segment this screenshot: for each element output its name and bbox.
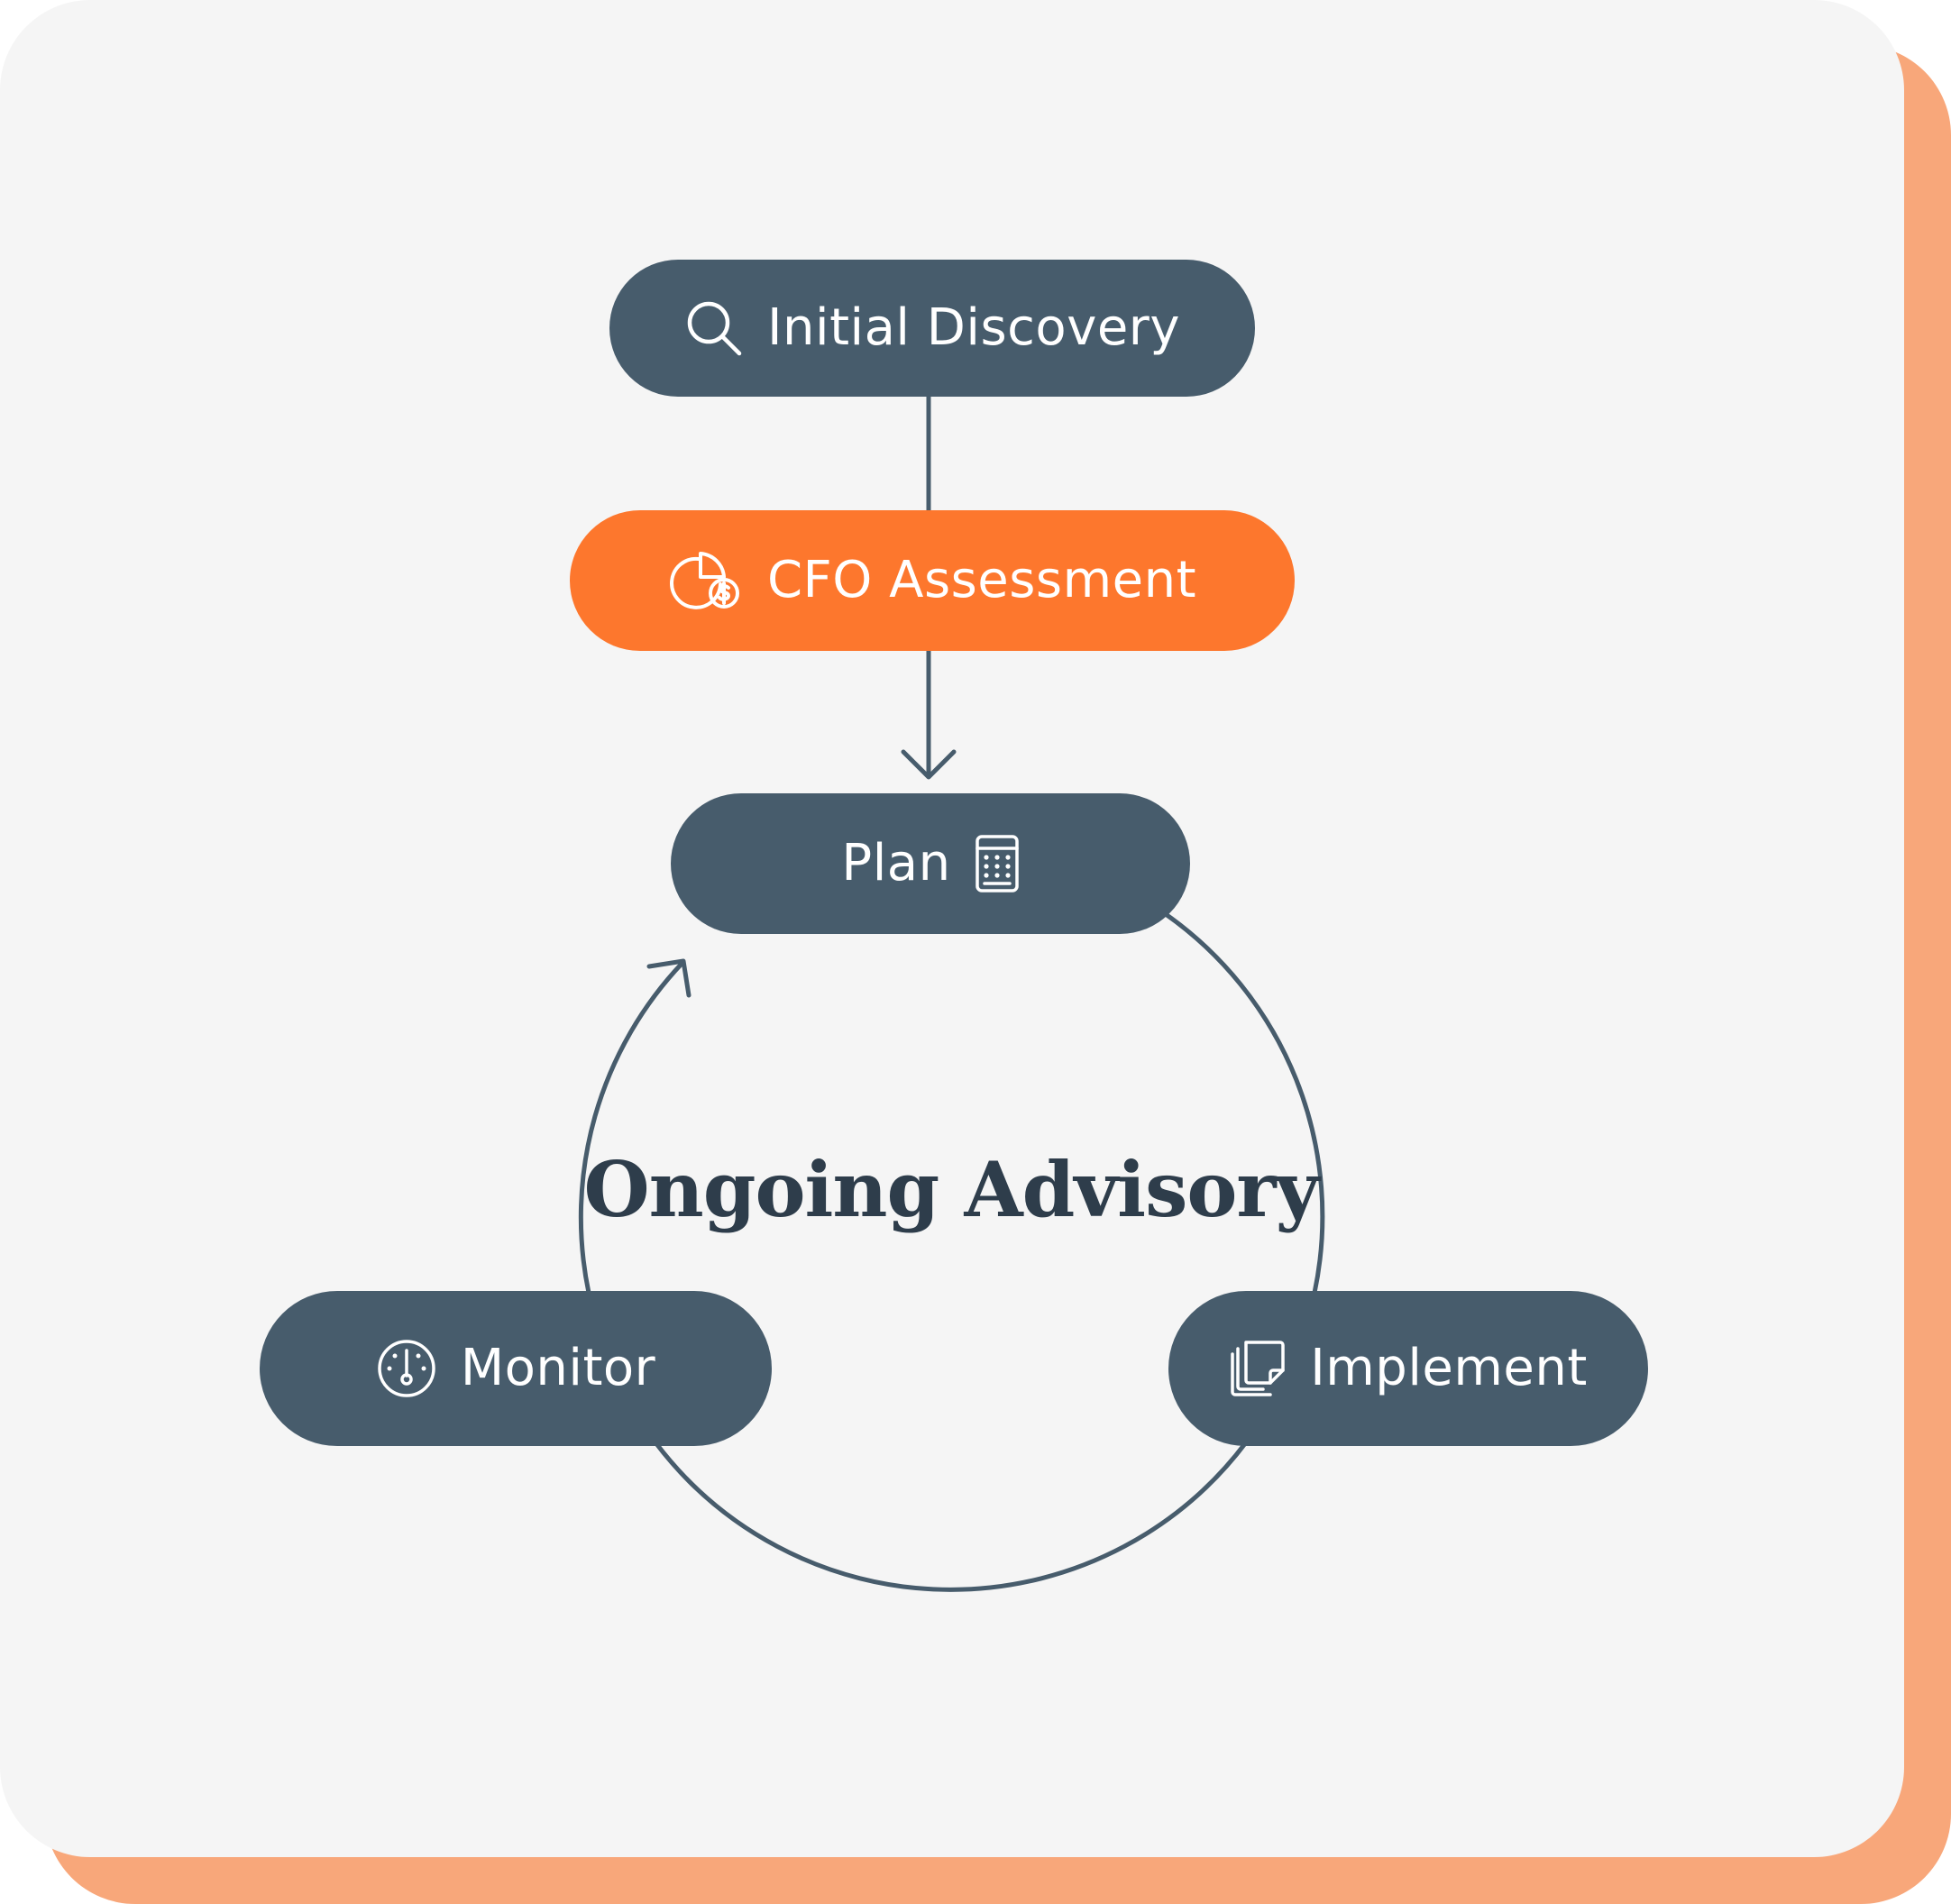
node-monitor: Monitor [260, 1291, 772, 1446]
node-label: CFO Assessment [766, 551, 1197, 609]
cycle-arc-plan-to-implement [1160, 910, 1325, 1295]
cycle-arc-implement-to-monitor [653, 1440, 1249, 1592]
node-label: Initial Discovery [767, 298, 1180, 357]
connector-arrowhead [901, 749, 957, 780]
magnifier-icon [684, 298, 744, 358]
node-plan: Plan [671, 793, 1190, 934]
gauge-icon [376, 1338, 437, 1399]
cycle-arrowhead [646, 958, 692, 998]
calculator-icon [975, 834, 1020, 893]
node-label: Monitor [460, 1339, 656, 1397]
node-cfo-assessment: CFO Assessment [570, 510, 1295, 651]
cycle-center-title: Ongoing Advisory [583, 1145, 1320, 1234]
node-label: Implement [1310, 1339, 1588, 1397]
node-initial-discovery: Initial Discovery [609, 260, 1255, 397]
cycle-arc-monitor-to-plan [578, 960, 685, 1295]
pie-chart-dollar-icon [668, 550, 744, 611]
node-implement: Implement [1168, 1291, 1648, 1446]
stacked-notes-icon [1229, 1340, 1287, 1397]
node-label: Plan [841, 834, 951, 892]
